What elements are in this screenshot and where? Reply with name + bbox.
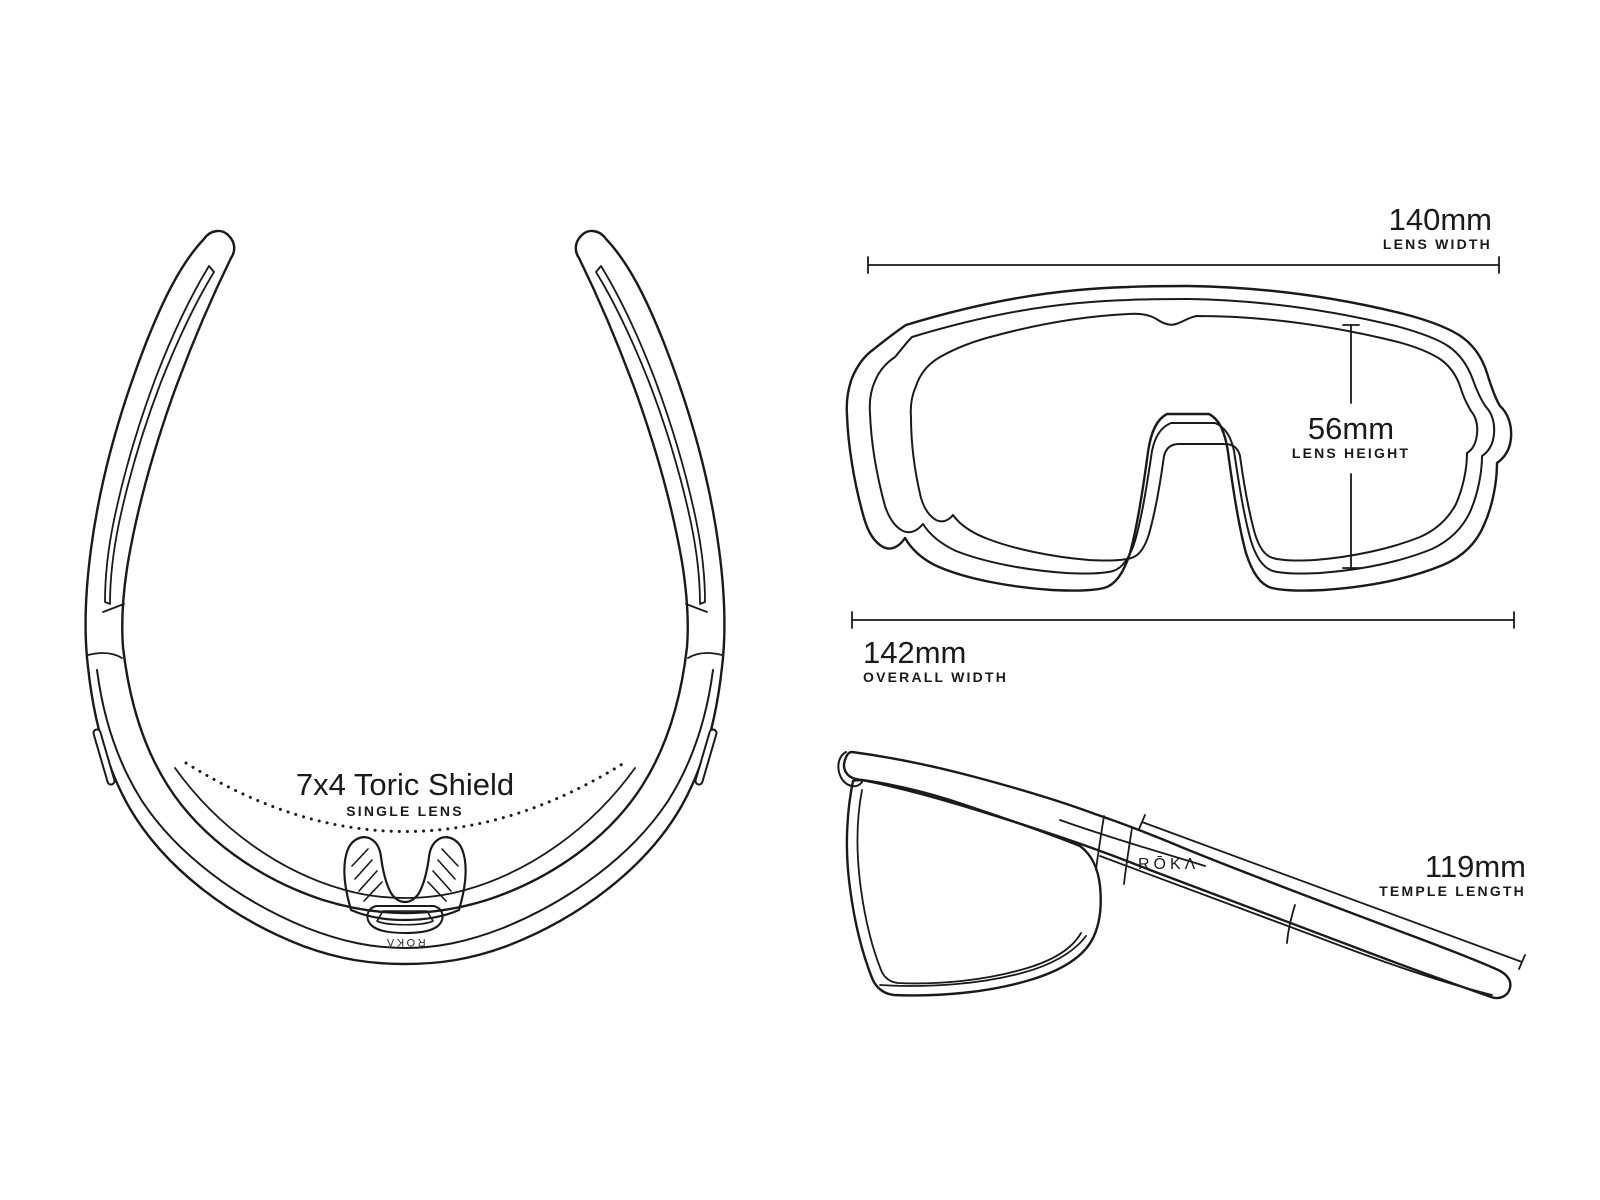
lens-width-annotation: 140mm LENS WIDTH <box>1383 203 1492 252</box>
overall-width-annotation: 142mm OVERALL WIDTH <box>863 636 1008 685</box>
lens-width-dimension-line <box>867 256 1500 274</box>
side-view-brand-logo: RŌKΛ <box>1138 856 1200 873</box>
temple-length-annotation: 119mm TEMPLE LENGTH <box>1379 850 1526 899</box>
overall-width-value: 142mm <box>863 635 967 670</box>
lens-width-value: 140mm <box>1388 202 1492 237</box>
temple-length-dimension-line <box>1138 814 1526 970</box>
top-view-brand-logo: RŌKΛ <box>384 936 426 948</box>
top-view-drawing <box>84 229 726 966</box>
lens-type-title: 7x4 Toric Shield <box>295 767 515 802</box>
temple-length-value: 119mm <box>1424 849 1526 884</box>
lens-height-label: LENS HEIGHT <box>1291 445 1411 461</box>
front-view-drawing <box>845 256 1515 629</box>
side-view-drawing <box>837 750 1526 1000</box>
overall-width-label: OVERALL WIDTH <box>863 669 1009 685</box>
lens-width-label: LENS WIDTH <box>1382 236 1492 252</box>
nose-pad-hatching <box>351 848 459 902</box>
overall-width-dimension-line <box>851 611 1515 629</box>
lens-type-subtitle: SINGLE LENS <box>346 803 464 819</box>
lens-height-value: 56mm <box>1307 411 1395 446</box>
lens-height-dimension-line <box>1342 324 1360 569</box>
lens-dotted-arc <box>184 761 626 833</box>
temple-length-label: TEMPLE LENGTH <box>1379 883 1526 899</box>
lens-type-annotation: 7x4 Toric Shield SINGLE LENS <box>205 768 605 820</box>
lens-height-annotation: 56mm LENS HEIGHT <box>1201 412 1501 461</box>
